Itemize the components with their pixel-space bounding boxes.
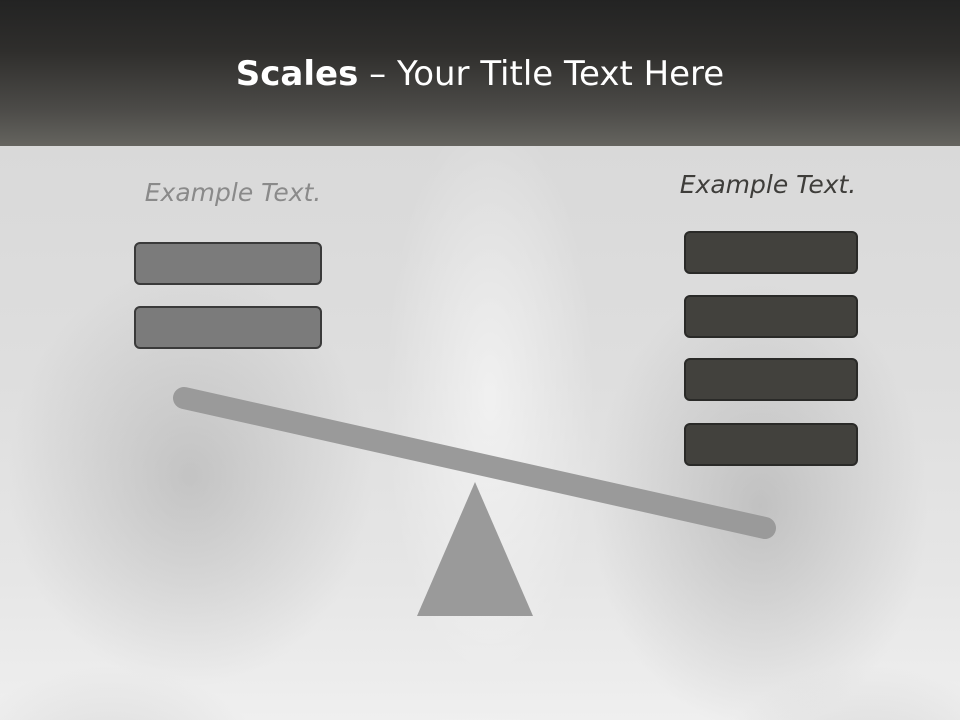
left-label: Example Text.: [144, 178, 322, 207]
left-box-1: [134, 242, 322, 285]
right-box-3: [684, 358, 858, 401]
left-box-2: [134, 306, 322, 349]
title-bar: Scales – Your Title Text Here: [0, 0, 960, 146]
fulcrum-triangle: [417, 482, 533, 616]
right-box-2: [684, 295, 858, 338]
right-box-1: [684, 231, 858, 274]
title-rest: – Your Title Text Here: [358, 54, 725, 94]
right-box-4: [684, 423, 858, 466]
balance-beam: [173, 387, 776, 539]
slide-title: Scales – Your Title Text Here: [0, 52, 960, 96]
title-bold: Scales: [235, 54, 359, 94]
right-label: Example Text.: [679, 170, 857, 199]
